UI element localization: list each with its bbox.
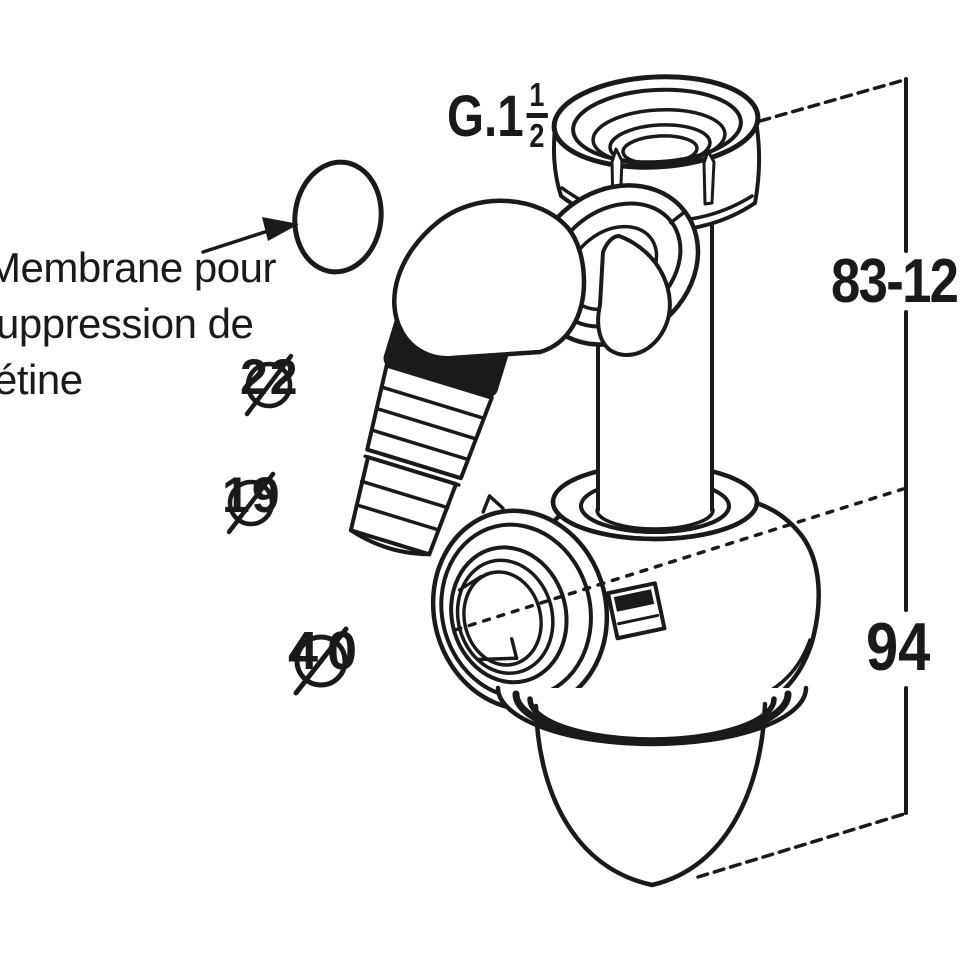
membrane-ellipse: [292, 159, 384, 275]
hose-rib: [354, 503, 441, 532]
diameter-icon: [226, 471, 276, 535]
membrane-callout: [201, 159, 384, 275]
nut-ring-1: [571, 87, 743, 165]
elbow-dome: [392, 198, 587, 361]
dimension-value-lower: 94: [866, 609, 931, 685]
clip-frame: [605, 581, 667, 641]
hose-tip: [348, 528, 432, 557]
nut-inner-hole: [621, 134, 699, 166]
outlet-nut-ring-2: [449, 545, 569, 685]
elbow-assembly: [392, 183, 701, 361]
outlet-thread-mark: [476, 656, 519, 662]
membrane-note: Membrane pour uppression de étine: [0, 240, 276, 408]
fraction-denominator: 2: [529, 116, 545, 154]
trap-cup: [495, 685, 809, 888]
collar-front-arc-dark: [595, 508, 715, 531]
hose-rib: [370, 428, 470, 462]
collar-front-arc-inner: [579, 504, 731, 534]
elbow-spout: [596, 234, 672, 357]
diameter-label-40: 40: [288, 620, 366, 696]
membrane-note-line3: étine: [0, 356, 83, 403]
outlet-centerline: [453, 487, 905, 632]
extension-line-bottom: [696, 812, 906, 879]
dimension-value-upper: 83-12: [831, 247, 959, 316]
nut-grip-slot: [702, 149, 716, 206]
dimension-lines: [696, 77, 908, 879]
membrane-arrow-line: [201, 229, 270, 254]
outlet-nut: [430, 494, 610, 715]
cup-bowl: [533, 701, 768, 888]
membrane-note-line2: uppression de: [0, 300, 254, 347]
fraction-numerator: 1: [526, 78, 548, 118]
outlet-thread-mark: [509, 637, 519, 661]
thread-size-label: G.1 1 2: [447, 78, 548, 152]
diameter-icon: [293, 626, 349, 696]
body-clip-detail: [605, 581, 667, 641]
clip-dark-bar: [613, 589, 655, 612]
outlet-ear-top: [481, 494, 505, 514]
diameter-icon: [244, 353, 294, 417]
trap-body: [535, 450, 821, 717]
diameter-label-22: 22: [240, 348, 300, 417]
membrane-arrow-head: [262, 217, 299, 241]
diameter-label-19: 19: [222, 466, 282, 535]
collar-front-arc-outer: [550, 499, 760, 542]
hose-rib: [359, 479, 450, 510]
extension-line-top: [758, 78, 906, 123]
thread-size-fraction: 1 2: [526, 78, 548, 152]
outlet-thread-mark: [457, 575, 483, 592]
thread-size-prefix: G.1: [447, 84, 524, 149]
clip-divider: [616, 613, 660, 626]
tube-overlap: [600, 452, 710, 510]
hose-rib: [374, 406, 478, 441]
membrane-note-line1: Membrane pour: [0, 244, 276, 291]
cup-rim-arc-3: [527, 696, 777, 743]
outlet-opening: [462, 570, 543, 667]
hose-rib: [380, 385, 486, 420]
